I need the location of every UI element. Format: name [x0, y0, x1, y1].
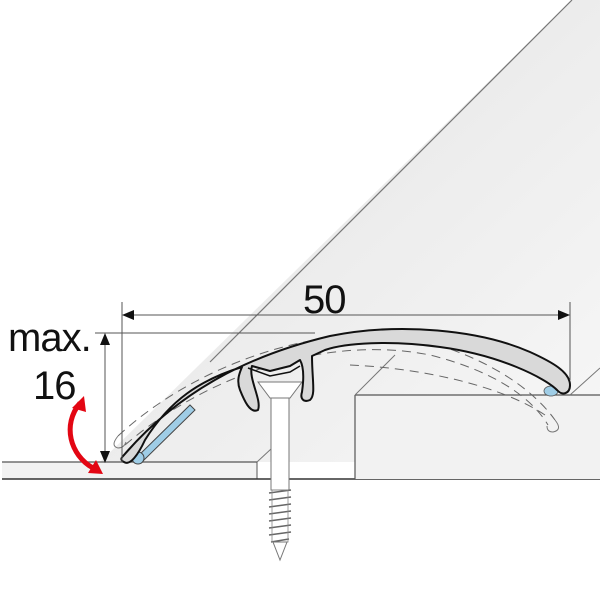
background-plane	[100, 0, 600, 462]
width-value-label: 50	[303, 278, 346, 322]
adjust-angle-arrow-icon	[67, 396, 103, 474]
adhesive-strip-left	[131, 404, 196, 465]
high-floor	[354, 354, 600, 479]
alt-lip-right	[546, 419, 559, 433]
alt-lip-left	[113, 435, 127, 449]
height-value-label: 16	[33, 364, 76, 408]
height-dimension	[95, 332, 315, 463]
alt-position-dashes	[117, 334, 556, 446]
profile-cover	[120, 328, 571, 464]
max-label: max.	[8, 316, 92, 360]
screw	[257, 381, 303, 562]
arrow-right-icon	[558, 310, 570, 320]
width-dimension	[121, 302, 571, 462]
arrow-left-icon	[122, 310, 134, 320]
arrow-down-icon	[100, 451, 110, 463]
arrow-up-icon	[100, 333, 110, 345]
